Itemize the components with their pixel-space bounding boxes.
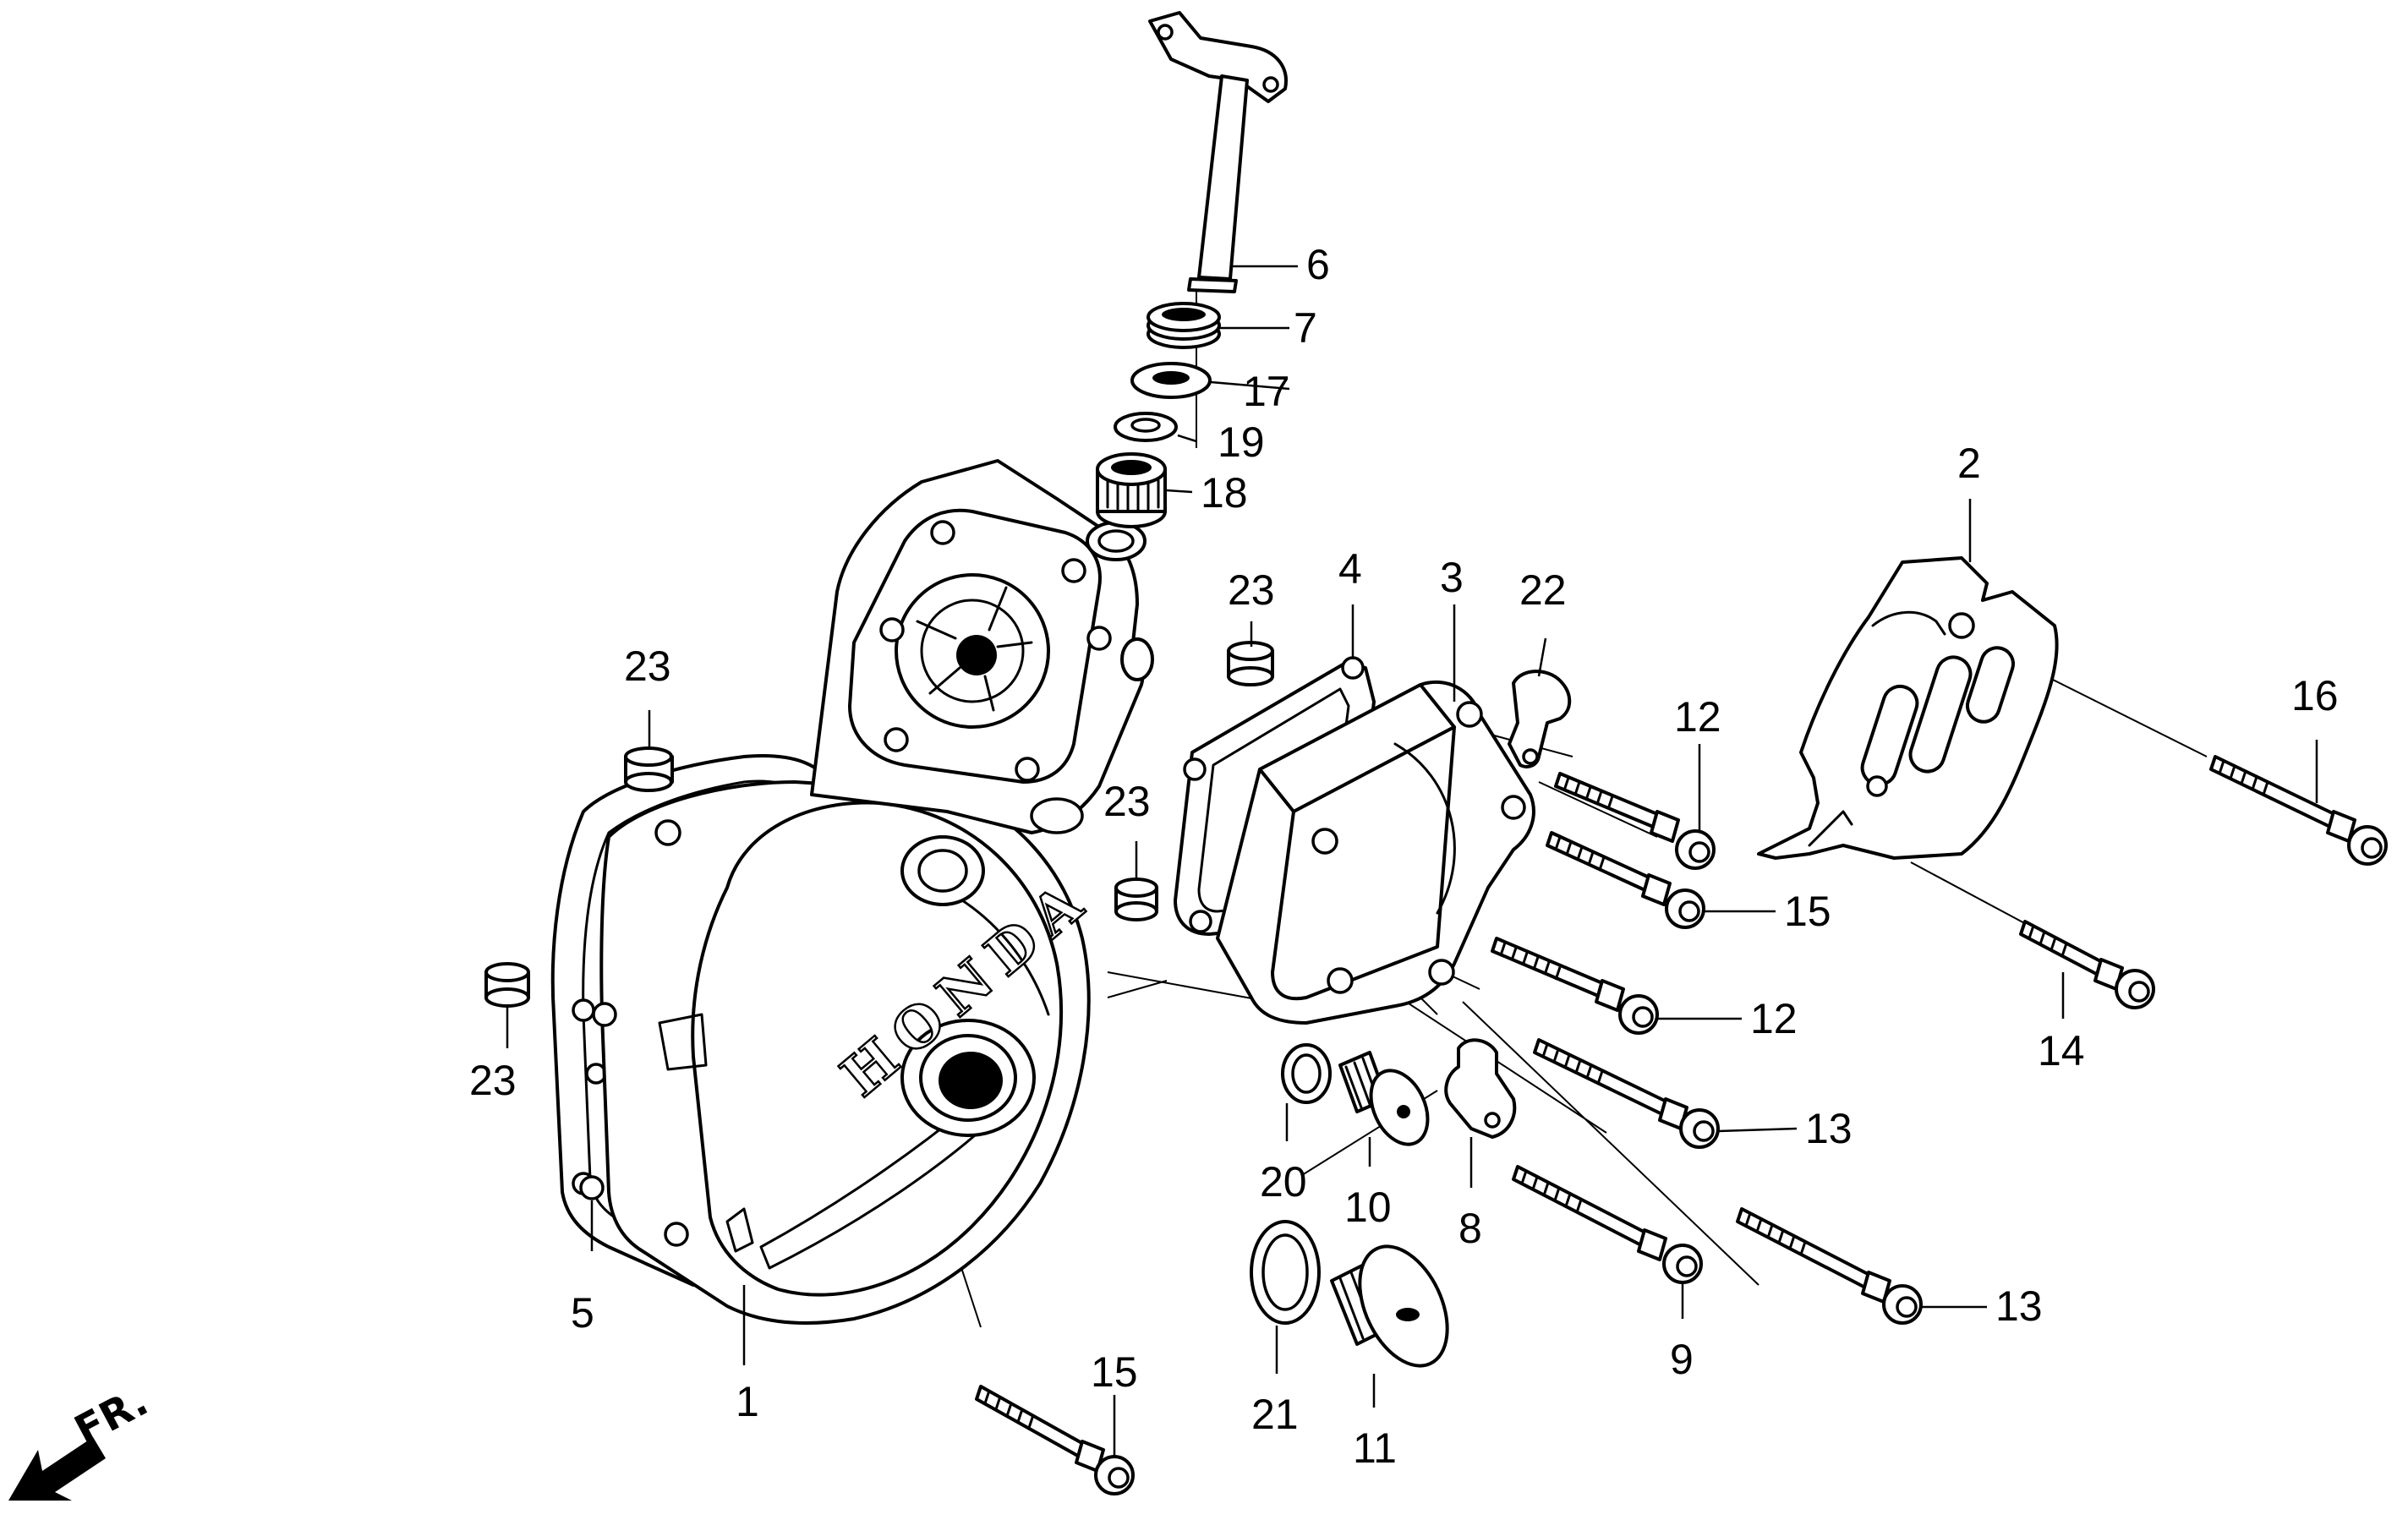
callout-12-lower: 12 (1750, 995, 1798, 1042)
callout-4: 4 (1338, 545, 1362, 593)
bolt-15-right (1546, 831, 1705, 929)
part-washer-19 (1114, 412, 1178, 442)
callout-23-left-bottom: 23 (469, 1057, 517, 1104)
front-direction-label: FR. (67, 1377, 156, 1454)
callout-12-upper: 12 (1674, 693, 1721, 741)
callouts: 6 7 17 19 18 23 4 3 22 12 15 12 13 13 9 … (469, 241, 2339, 1472)
front-direction-indicator: FR. (8, 1377, 156, 1501)
bolt-15-lower (975, 1385, 1135, 1495)
callout-18: 18 (1201, 469, 1248, 517)
bolt-13-upper (1533, 1038, 1720, 1149)
callout-2: 2 (1957, 440, 1981, 487)
leader-lines (506, 265, 2318, 1456)
callout-22: 22 (1519, 566, 1567, 614)
bolt-16 (2209, 755, 2388, 866)
callout-11: 11 (1353, 1424, 1397, 1472)
callout-8: 8 (1458, 1205, 1482, 1252)
part-water-pump-cover-3 (1216, 680, 1535, 1025)
water-pump-housing (810, 459, 1154, 834)
callout-16: 16 (2291, 672, 2339, 719)
callout-15-right: 15 (1784, 888, 1831, 935)
callout-23-top: 23 (1228, 566, 1275, 614)
callout-20: 20 (1260, 1158, 1307, 1206)
part-o-ring-21 (1250, 1220, 1321, 1325)
dowel-pins-23 (484, 641, 1274, 1008)
callout-7: 7 (1294, 304, 1317, 352)
callout-17: 17 (1243, 368, 1290, 415)
part-plug-11 (1330, 1244, 1449, 1368)
part-bearing-18 (1096, 452, 1167, 528)
callout-21: 21 (1251, 1391, 1299, 1438)
callout-15-lower: 15 (1091, 1348, 1138, 1396)
callout-14: 14 (2038, 1027, 2085, 1074)
callout-10: 10 (1344, 1184, 1392, 1231)
part-washer-17 (1130, 362, 1212, 399)
callout-3: 3 (1440, 554, 1464, 601)
bolts (975, 755, 2388, 1495)
part-left-crankcase-cover-1: HONDA (579, 780, 1104, 1325)
callout-13-lower: 13 (1995, 1282, 2043, 1330)
front-arrow-icon (8, 1437, 106, 1501)
callout-19: 19 (1218, 418, 1265, 466)
part-shaft-6 (1148, 11, 1288, 293)
callout-9: 9 (1670, 1336, 1694, 1383)
bolt-12-lower (1491, 937, 1659, 1035)
dowel-pin-b (484, 962, 530, 1008)
callout-23-left-top: 23 (624, 642, 671, 690)
part-spring-7 (1147, 302, 1221, 349)
part-clamp-8 (1444, 1038, 1517, 1139)
callout-13-upper: 13 (1805, 1105, 1853, 1152)
callout-5: 5 (571, 1289, 594, 1337)
dowel-pin-a (624, 746, 674, 792)
part-o-ring-20 (1281, 1043, 1332, 1104)
bolt-9 (1512, 1165, 1703, 1284)
bolt-12-upper (1554, 772, 1716, 870)
callout-23-mid: 23 (1103, 778, 1151, 825)
bolt-14 (2019, 920, 2155, 1009)
part-clamp-22 (1508, 670, 1572, 768)
dowel-pin-d (1114, 878, 1158, 921)
dowel-pin-c (1227, 641, 1274, 686)
bolt-13-lower (1736, 1207, 1923, 1325)
callout-6: 6 (1306, 241, 1330, 288)
part-sprocket-cover-2 (1757, 556, 2059, 860)
part-plug-10 (1338, 1051, 1430, 1146)
callout-1: 1 (736, 1378, 759, 1425)
